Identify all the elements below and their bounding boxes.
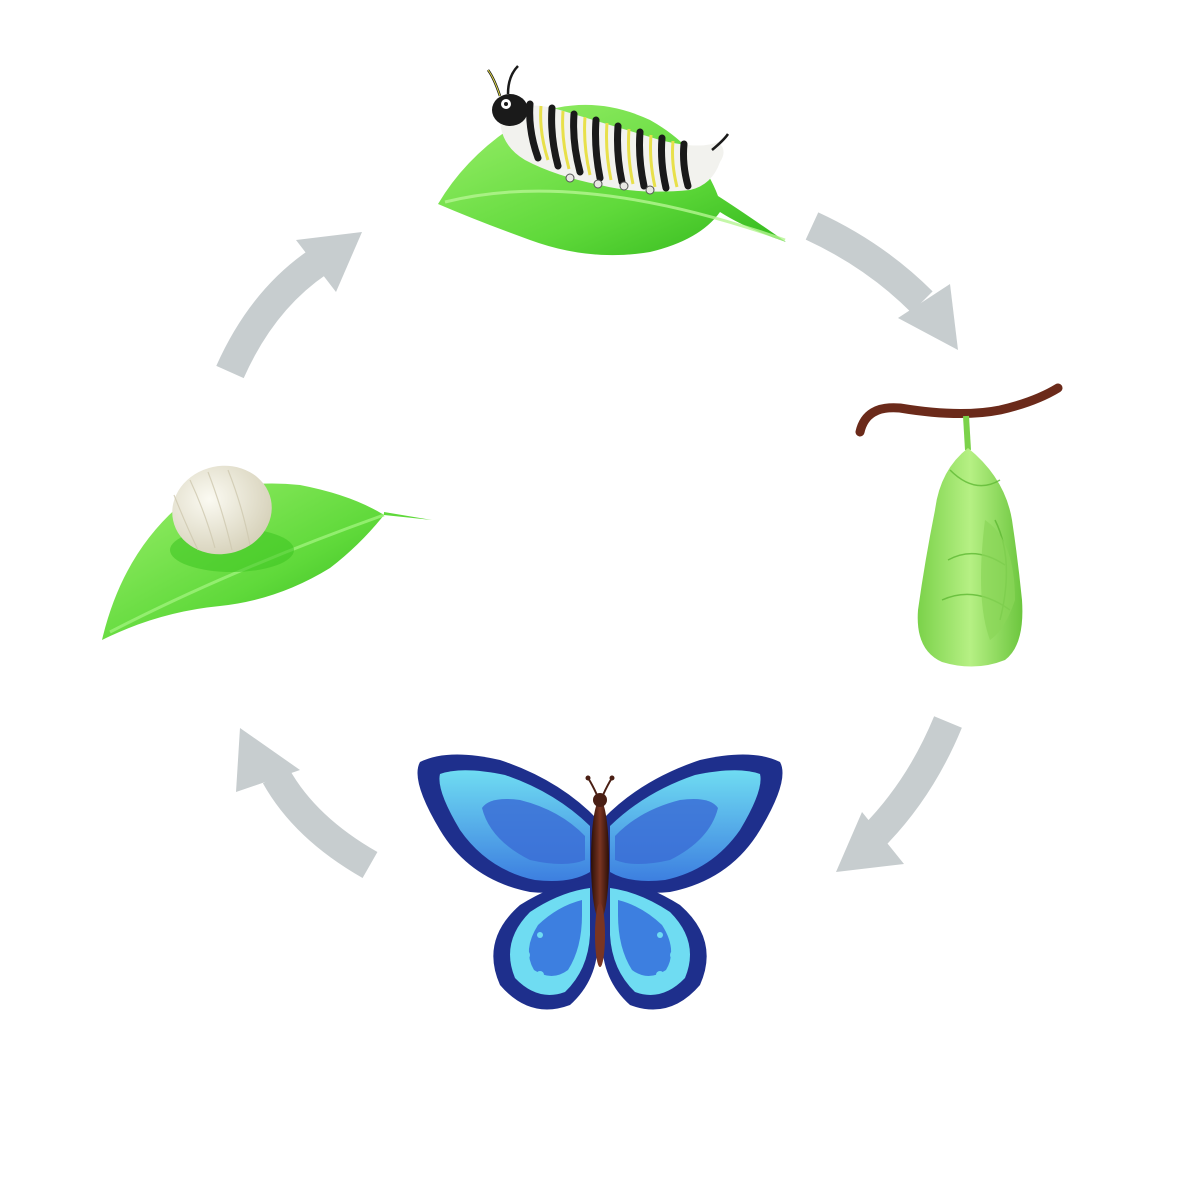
arrow-pupa-to-butterfly-icon bbox=[836, 716, 962, 872]
arrow-caterpillar-to-pupa-icon bbox=[805, 212, 958, 350]
butterfly-icon bbox=[417, 754, 783, 1010]
cycle-arrows bbox=[216, 212, 962, 879]
caterpillar-body bbox=[486, 65, 730, 195]
chrysalis-icon bbox=[855, 383, 1063, 667]
arrow-egg-to-caterpillar-icon bbox=[216, 232, 362, 379]
arrow-butterfly-to-egg-icon bbox=[236, 728, 378, 879]
egg-on-leaf-icon bbox=[102, 465, 432, 640]
caterpillar-on-leaf-icon bbox=[438, 65, 786, 256]
